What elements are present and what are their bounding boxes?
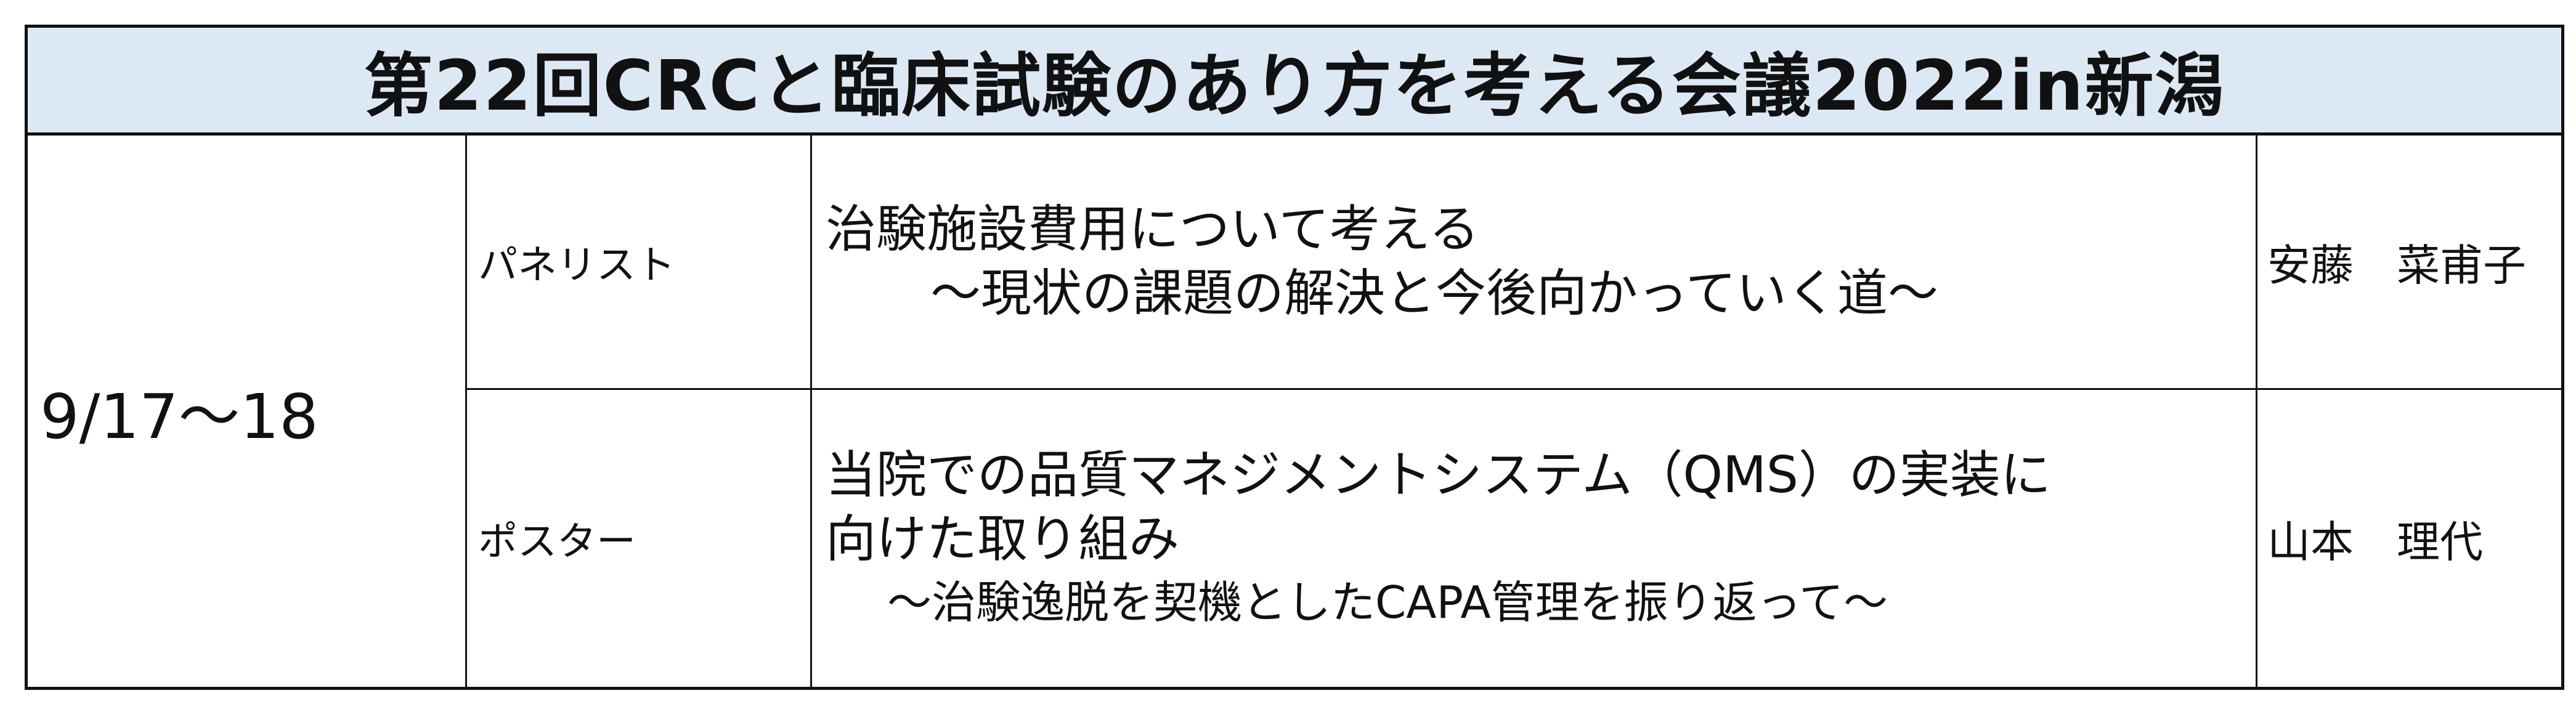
presenter-name: 安藤 菜甫子 [2267, 240, 2526, 291]
column-divider [2256, 136, 2257, 687]
table-row-name: 安藤 菜甫子 [2257, 136, 2561, 388]
table-row-role: ポスター [467, 390, 810, 687]
role-label: ポスター [478, 519, 636, 565]
conference-table: 第22回CRCと臨床試験のあり方を考える会議2022in新潟 9/17～18 パ… [25, 25, 2564, 690]
table-row-name: 山本 理代 [2257, 390, 2561, 687]
conference-title: 第22回CRCと臨床試験のあり方を考える会議2022in新潟 [364, 46, 2225, 126]
row-divider [467, 388, 2561, 390]
topic-title: 当院での品質マネジメントシステム（QMS）の実装に [826, 446, 2051, 504]
date-cell: 9/17～18 [28, 136, 465, 687]
table-row-topic: 治験施設費用について考える ～現状の課題の解決と今後向かっていく道～ [812, 136, 2256, 388]
topic-subtitle: ～現状の課題の解決と今後向かっていく道～ [930, 264, 1938, 323]
date-text: 9/17～18 [40, 381, 319, 453]
column-divider [810, 136, 812, 687]
role-label: パネリスト [478, 243, 675, 288]
table-row-role: パネリスト [467, 136, 810, 388]
table-row-topic: 当院での品質マネジメントシステム（QMS）の実装に 向けた取り組み ～治験逸脱を… [812, 390, 2256, 687]
column-divider [465, 136, 467, 687]
topic-subtitle: ～治験逸脱を契機としたCAPA管理を振り返って～ [887, 577, 1888, 628]
topic-title-continued: 向けた取り組み [826, 510, 1180, 569]
topic-title: 治験施設費用について考える [826, 200, 1480, 259]
table-body: 9/17～18 パネリスト 治験施設費用について考える ～現状の課題の解決と今後… [28, 136, 2561, 687]
presenter-name: 山本 理代 [2267, 516, 2483, 567]
title-bar: 第22回CRCと臨床試験のあり方を考える会議2022in新潟 [28, 28, 2561, 136]
